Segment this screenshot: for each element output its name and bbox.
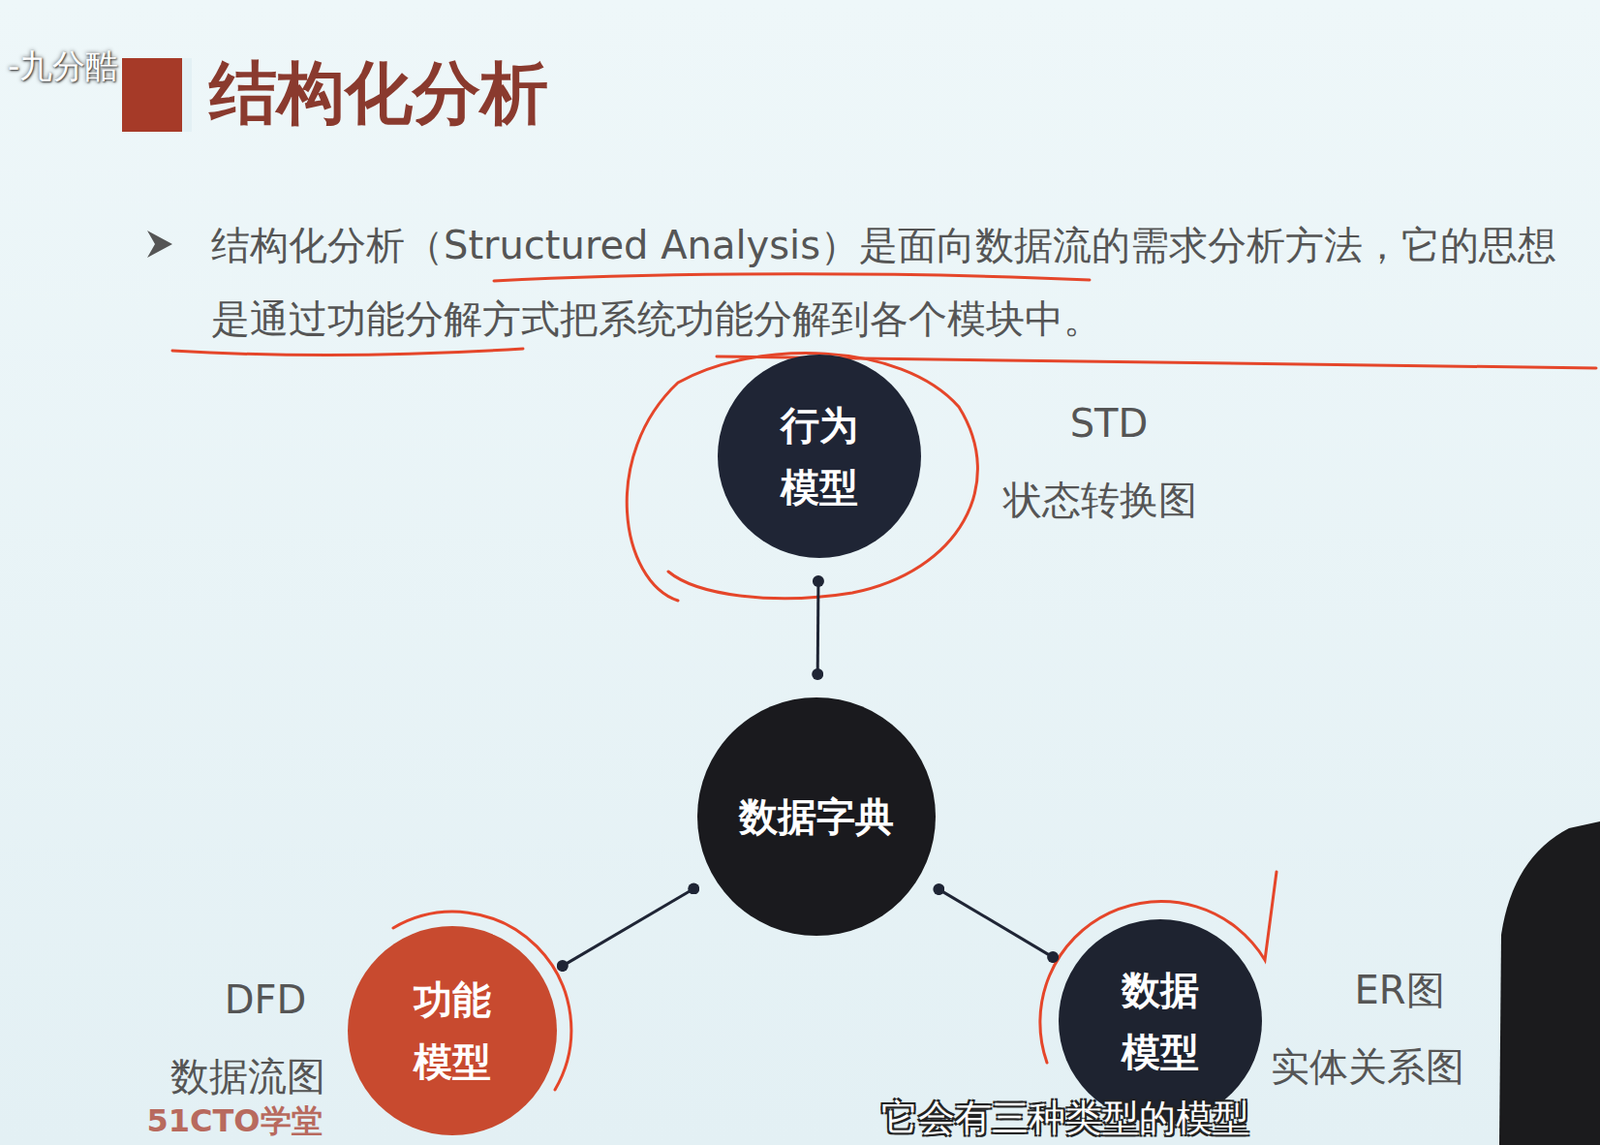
watermark: -九分酷	[7, 44, 119, 90]
model-description: 数据流图	[170, 1049, 326, 1104]
title-bar	[122, 58, 192, 132]
connector-line	[938, 889, 1053, 957]
model-description: 实体关系图	[1270, 1040, 1465, 1094]
slide-title: 结构化分析	[209, 54, 549, 132]
connector-line	[562, 888, 694, 966]
model-abbreviation: DFD	[224, 977, 308, 1022]
bullet-text: 结构化分析（Structured Analysis）是面向数据流的需求分析方法，…	[211, 208, 1577, 356]
model-description: 状态转换图	[1003, 473, 1198, 527]
subtitle: 它会有三种类型的模型	[881, 1093, 1250, 1143]
title-bar-gap	[182, 58, 192, 132]
circle-outline	[347, 925, 557, 1136]
node-text: 数据模型	[1120, 958, 1200, 1083]
node-text: 行为模型	[779, 394, 860, 519]
circle-outline	[1058, 919, 1262, 1123]
annotation-loop	[626, 353, 978, 601]
node-text: 数据字典	[738, 785, 894, 848]
data-dictionary-circle: 数据字典	[697, 697, 936, 936]
annotation-underline	[172, 348, 524, 356]
circle-fill	[347, 925, 557, 1136]
annotation-underline	[493, 274, 1090, 281]
circle-fill	[1058, 919, 1262, 1123]
data-model-circle: 数据模型	[1058, 919, 1262, 1123]
behavior-model-circle: 行为模型	[717, 354, 922, 558]
model-abbreviation: STD	[1070, 400, 1149, 446]
bullet-arrow	[147, 230, 173, 258]
watermark: 51CTO学堂	[146, 1100, 322, 1143]
connector-line	[816, 581, 821, 675]
circle-fill	[717, 354, 922, 558]
circle-fill	[697, 697, 936, 936]
model-abbreviation: ER图	[1353, 963, 1445, 1017]
presenter-silhouette	[1499, 821, 1600, 1145]
function-model-circle: 功能模型	[347, 925, 557, 1136]
node-text: 功能模型	[412, 968, 493, 1093]
circle-outline	[717, 354, 922, 558]
